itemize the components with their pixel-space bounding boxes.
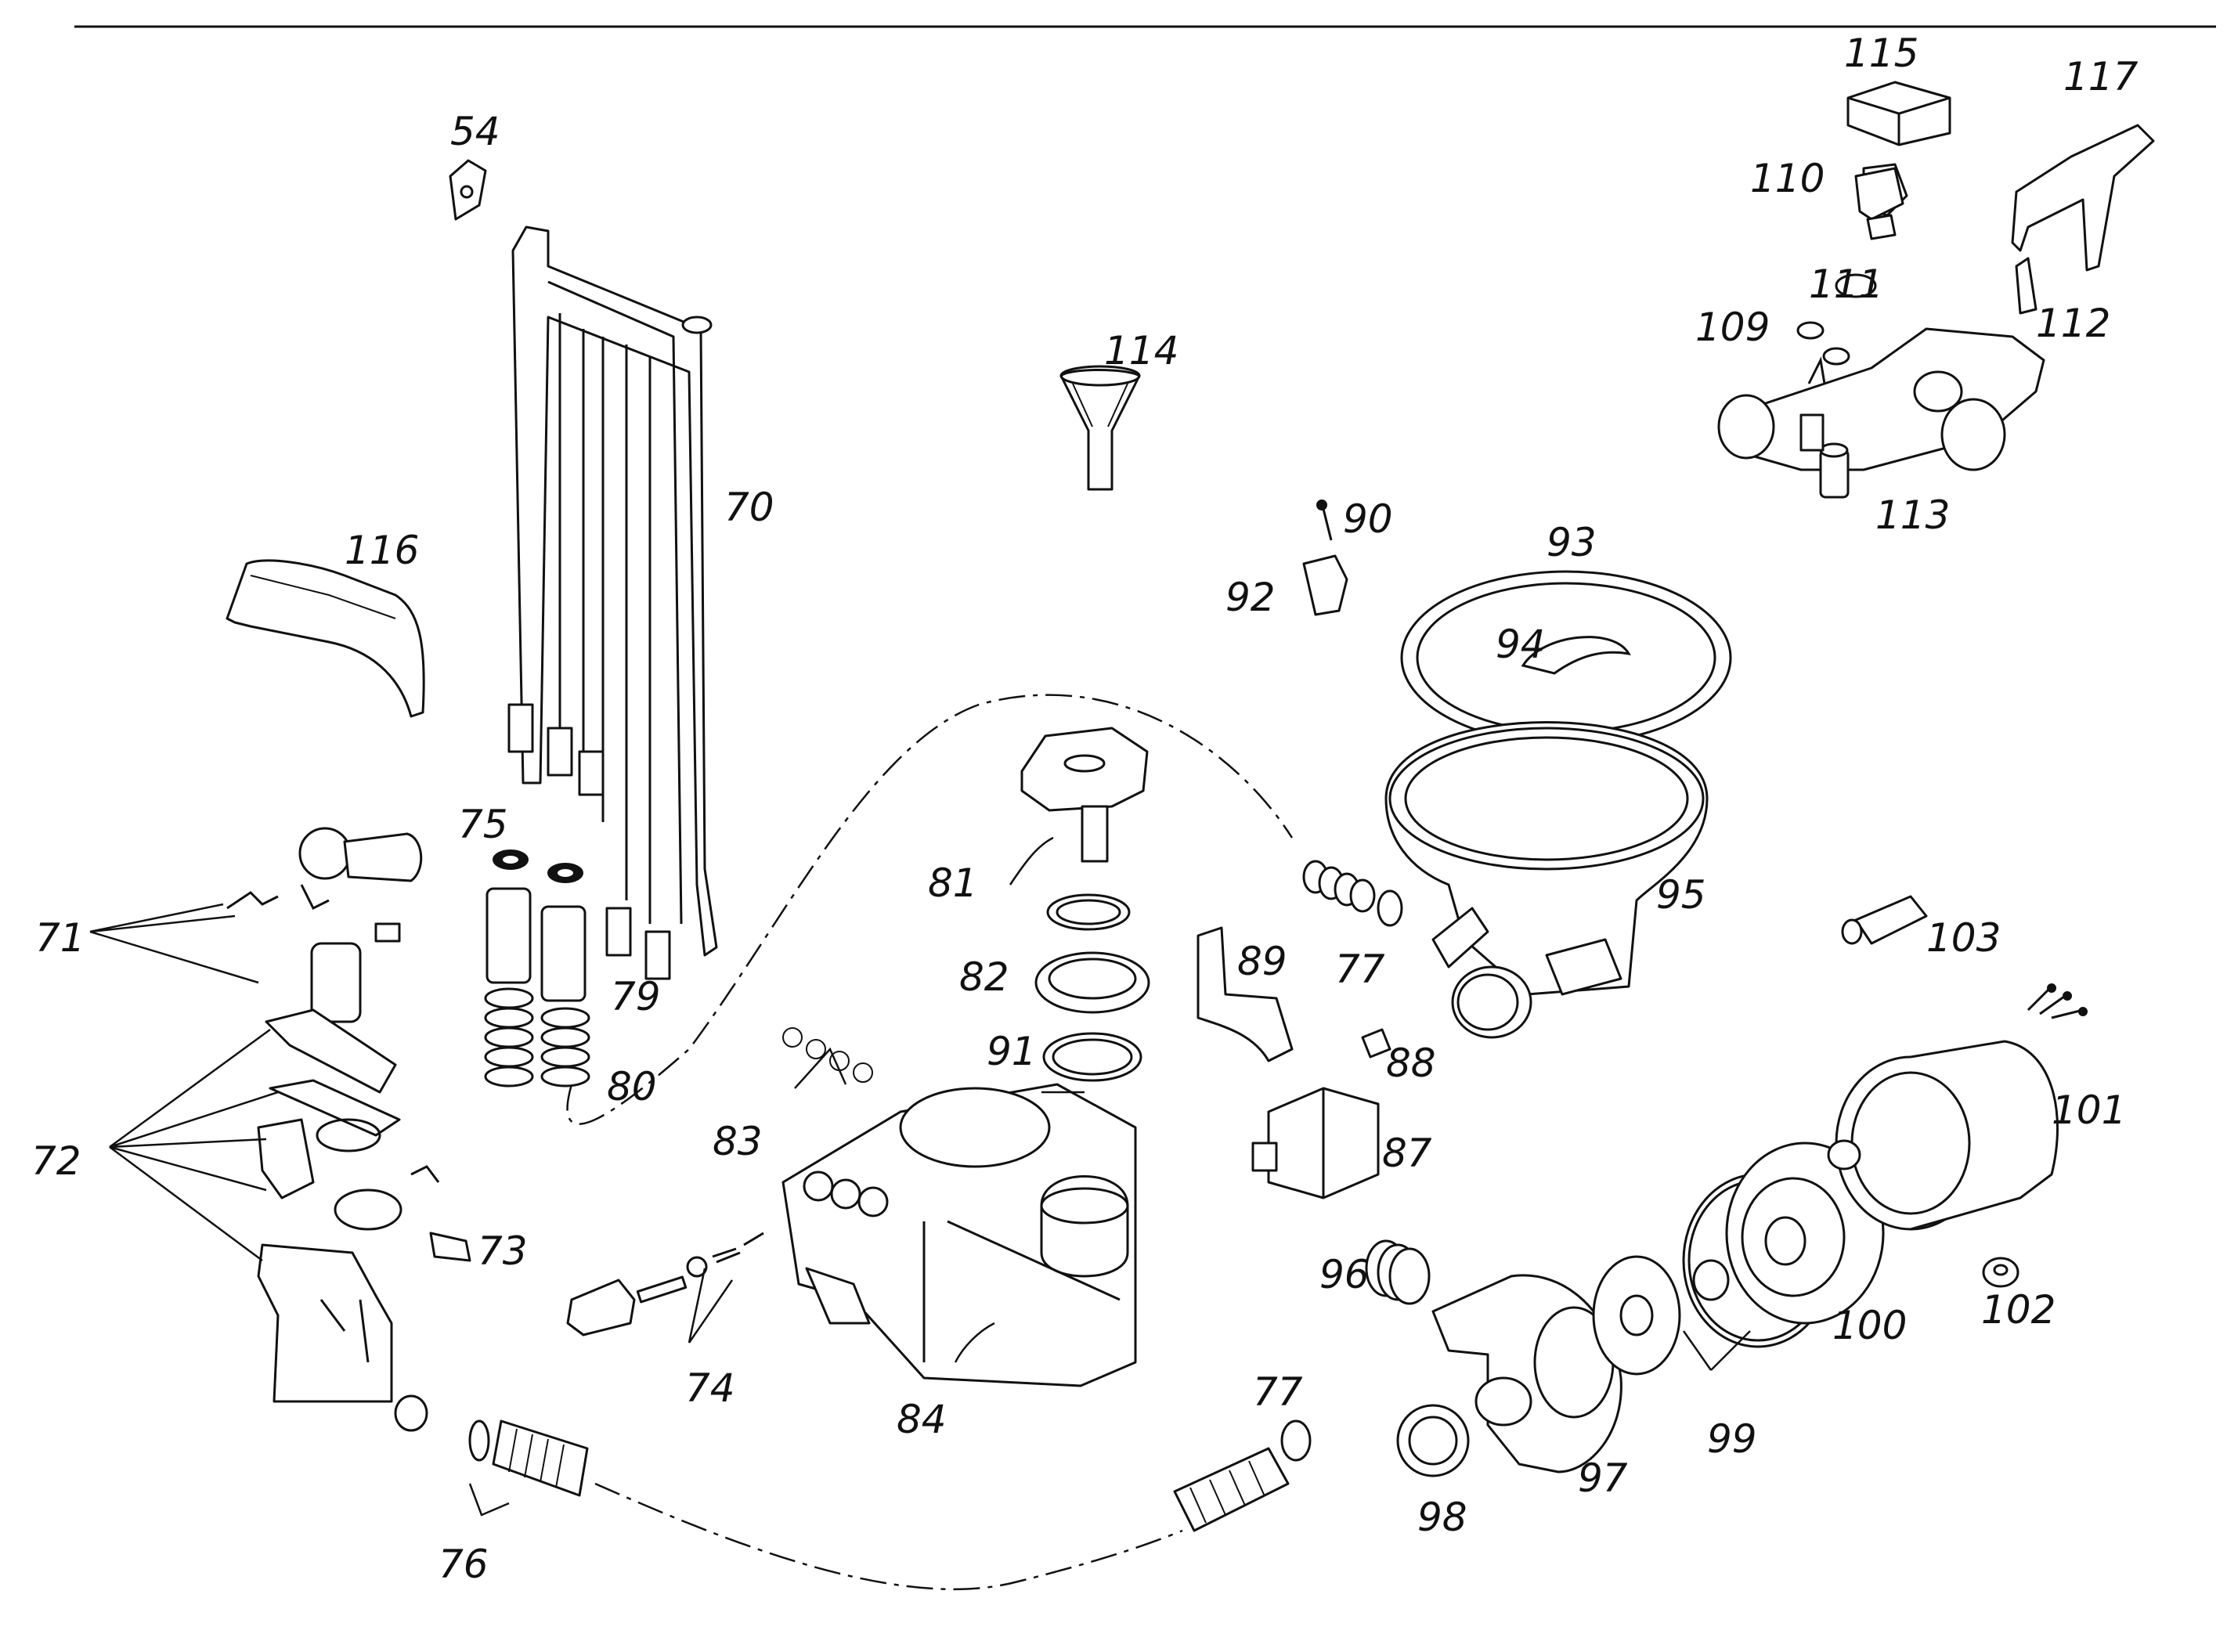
label-109: 109 <box>1695 305 1770 350</box>
part-100-pump-cover <box>1725 1142 1885 1325</box>
part-72-inlet-stack <box>257 942 440 1432</box>
spring-right <box>540 1007 590 1088</box>
label-97: 97 <box>1578 1455 1628 1501</box>
part-97-pump <box>1431 1274 1622 1473</box>
label-54: 54 <box>450 109 500 154</box>
label-82: 82 <box>959 954 1009 1000</box>
label-99: 99 <box>1707 1416 1757 1462</box>
part-117-cover <box>2011 124 2155 272</box>
label-103: 103 <box>1926 915 2001 961</box>
label-94: 94 <box>1496 622 1546 667</box>
part-83-small-rings <box>782 1027 873 1083</box>
part-109-113-assembly <box>1717 163 2045 499</box>
label-102: 102 <box>1981 1287 2056 1333</box>
part-74-valve <box>566 1232 764 1336</box>
label-100: 100 <box>1832 1303 1907 1348</box>
label-111: 111 <box>1809 262 1883 307</box>
label-89: 89 <box>1237 939 1287 984</box>
label-98: 98 <box>1417 1495 1467 1540</box>
label-113: 113 <box>1875 492 1950 538</box>
part-73-clip <box>429 1232 471 1262</box>
label-73: 73 <box>478 1228 528 1274</box>
label-75: 75 <box>458 802 508 847</box>
label-87: 87 <box>1382 1131 1432 1176</box>
label-70: 70 <box>724 485 774 530</box>
part-labels: 54 70 71 72 73 74 75 76 77 77 79 80 81 8… <box>31 31 2139 1587</box>
label-92: 92 <box>1225 575 1276 620</box>
label-74: 74 <box>685 1365 735 1411</box>
label-72: 72 <box>31 1138 81 1184</box>
label-90: 90 <box>1343 496 1393 542</box>
part-103-sensor <box>1841 895 1928 945</box>
part-89-bracket <box>1197 926 1294 1062</box>
spring-left <box>484 987 534 1088</box>
flow-line-upper <box>566 694 1294 1125</box>
label-96: 96 <box>1319 1252 1370 1297</box>
label-77-upper: 77 <box>1335 947 1385 992</box>
label-93: 93 <box>1547 520 1597 565</box>
label-77-lower: 77 <box>1253 1369 1303 1415</box>
label-80: 80 <box>607 1064 657 1109</box>
part-110-connector <box>1854 167 1904 240</box>
part-114-funnel <box>1059 365 1141 491</box>
label-81: 81 <box>928 860 978 906</box>
part-88-clip <box>1361 1028 1391 1059</box>
label-83: 83 <box>713 1119 763 1164</box>
label-112: 112 <box>2036 301 2110 346</box>
label-79: 79 <box>611 974 661 1019</box>
part-96-spring <box>1365 1239 1431 1305</box>
label-95: 95 <box>1656 872 1706 918</box>
label-110: 110 <box>1750 156 1825 201</box>
part-75-79-80-sleeves <box>484 849 590 1088</box>
part-81-nut <box>1020 727 1149 863</box>
label-114: 114 <box>1104 328 1178 373</box>
part-101-motor <box>1835 983 2088 1231</box>
part-54-bracket <box>449 159 487 221</box>
part-115-cap <box>1846 81 1951 146</box>
part-116-cover <box>226 559 425 718</box>
part-70-spray-tube <box>507 225 718 980</box>
part-102-roller <box>1827 1139 2019 1288</box>
label-84: 84 <box>897 1397 947 1442</box>
label-117: 117 <box>2063 54 2139 99</box>
label-88: 88 <box>1386 1041 1436 1086</box>
part-77-spring-upper <box>1302 860 1403 927</box>
label-115: 115 <box>1844 31 1918 76</box>
part-84-sump-housing <box>781 1083 1137 1387</box>
label-101: 101 <box>2052 1088 2126 1133</box>
part-98-seal <box>1396 1404 1470 1477</box>
part-76-hose <box>468 1419 589 1497</box>
part-82-91-rings <box>1034 893 1150 1082</box>
part-71-float-assembly <box>226 827 423 943</box>
label-76: 76 <box>439 1542 489 1587</box>
leader-lines <box>89 836 1751 1517</box>
label-116: 116 <box>345 528 419 573</box>
label-71: 71 <box>35 915 85 961</box>
part-93-94-95-sump <box>1384 570 1732 1039</box>
part-87-relay <box>1251 1087 1380 1199</box>
part-77-hose-lower <box>1173 1419 1312 1532</box>
flow-line-lower <box>594 1482 1183 1591</box>
part-90-92-screw-clip <box>1302 500 1348 616</box>
label-91: 91 <box>987 1029 1037 1074</box>
